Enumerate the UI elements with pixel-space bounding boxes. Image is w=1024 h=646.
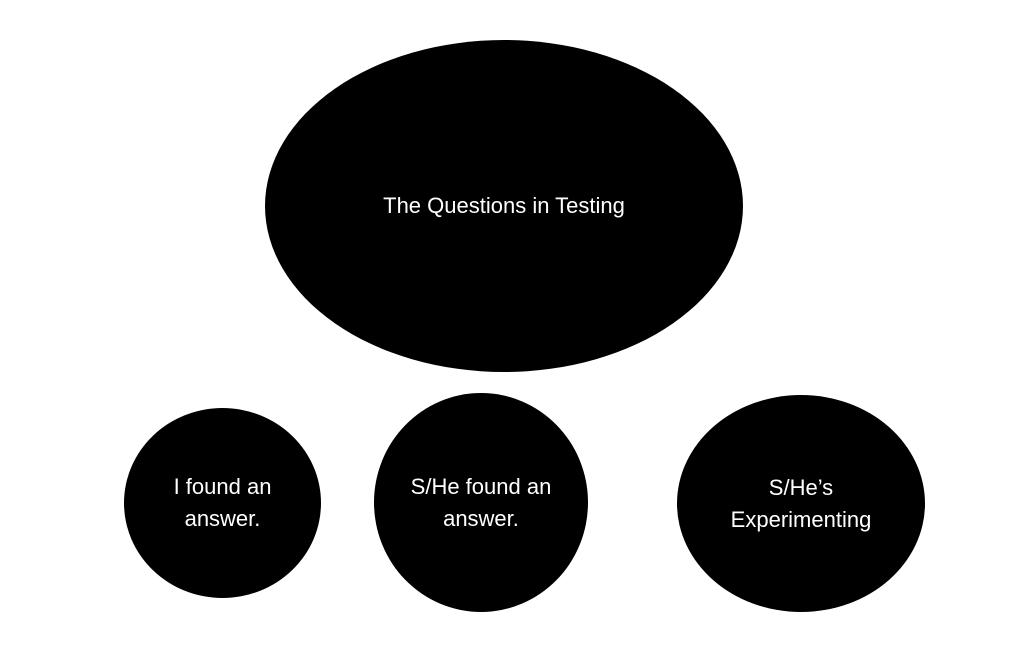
root-node-label: The Questions in Testing (383, 193, 625, 218)
root-node-ellipse: The Questions in Testing (265, 40, 743, 372)
child-node-they-found-answer: S/He found an answer. (374, 393, 588, 612)
child-node-i-found-answer: I found an answer. (124, 408, 321, 598)
child-node-label: S/He’s Experimenting (730, 474, 872, 532)
child-node-label: S/He found an answer. (410, 473, 552, 531)
child-node-experimenting: S/He’s Experimenting (677, 395, 925, 612)
child-node-label: I found an answer. (173, 474, 272, 531)
